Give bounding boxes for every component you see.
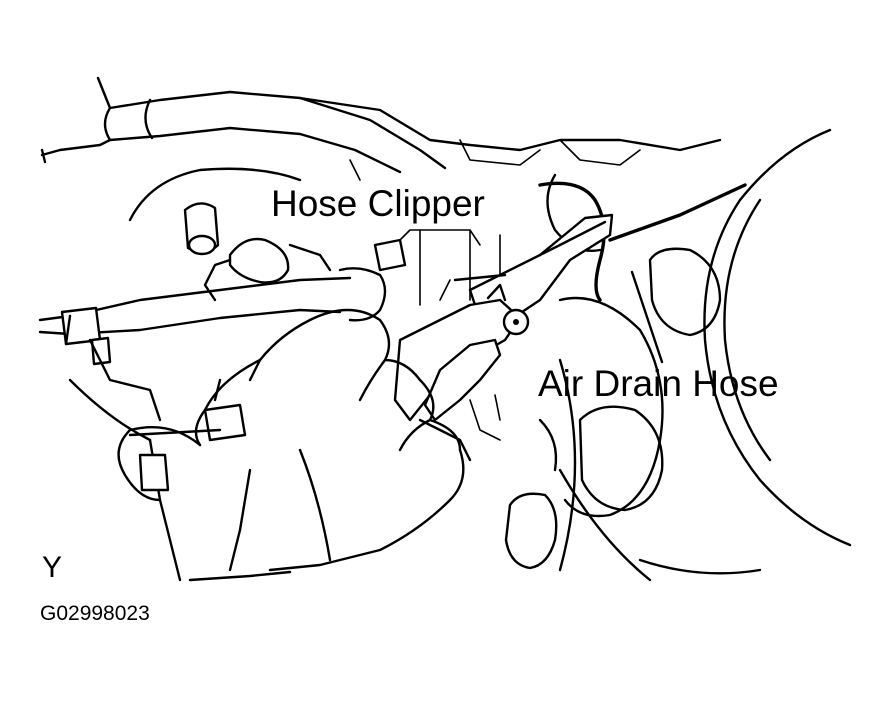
hose-clipper-callout: Hose Clipper <box>271 183 485 224</box>
right-pulleys <box>504 128 852 582</box>
air-drain-hose-callout: Air Drain Hose <box>538 363 779 404</box>
lower-left-bracket <box>68 338 292 582</box>
upper-hose <box>40 76 447 174</box>
engine-top-outline <box>128 96 722 222</box>
orientation-mark: Y <box>42 551 63 584</box>
fittings <box>183 202 501 322</box>
left-hose <box>38 276 352 366</box>
center-details <box>439 273 558 472</box>
hose-clipper-tool <box>393 213 614 462</box>
hand <box>117 308 465 572</box>
figure-code: G02998023 <box>40 602 150 625</box>
